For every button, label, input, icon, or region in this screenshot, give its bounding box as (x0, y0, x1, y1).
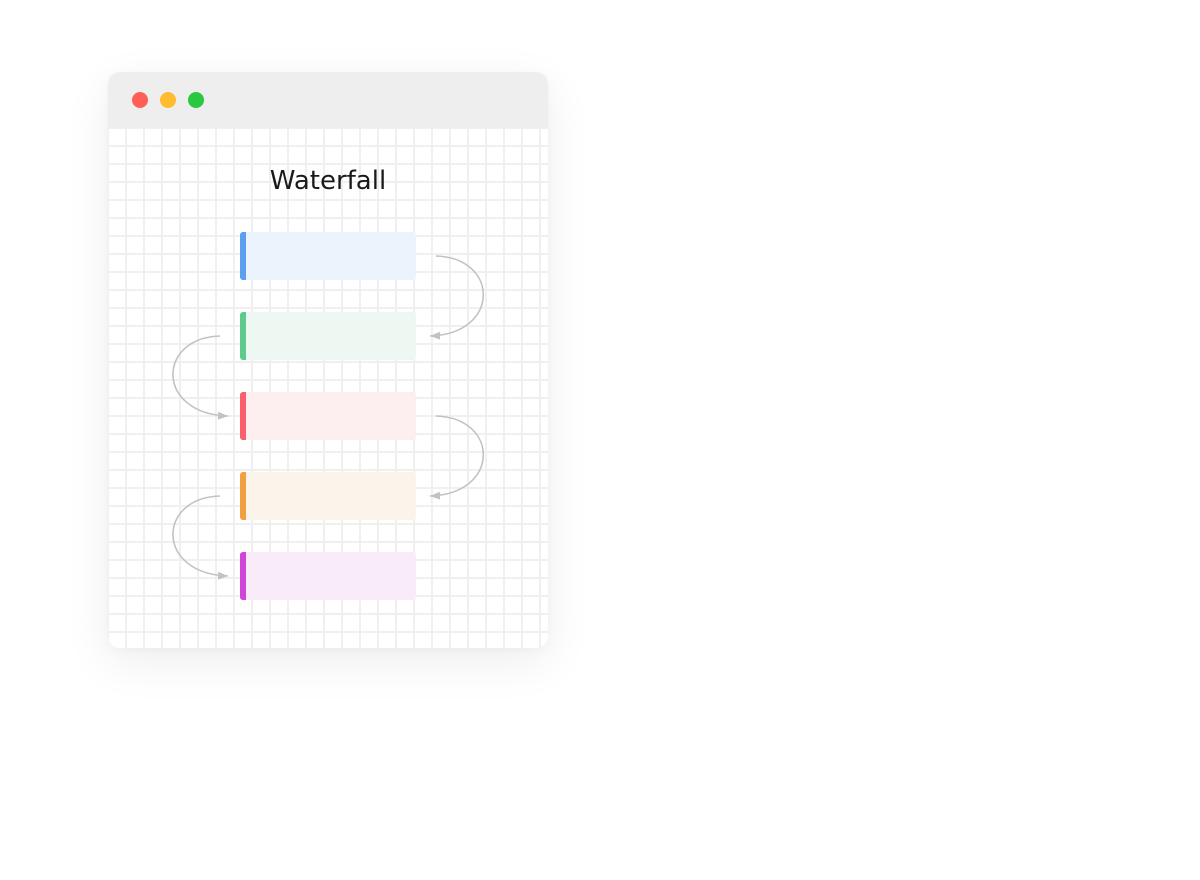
waterfall-step-3[interactable] (240, 392, 416, 440)
step-accent-bar (240, 472, 246, 520)
waterfall-step-1[interactable] (240, 232, 416, 280)
app-window: Waterfall (108, 72, 548, 648)
close-window-button[interactable] (132, 92, 148, 108)
maximize-window-button[interactable] (188, 92, 204, 108)
minimize-window-button[interactable] (160, 92, 176, 108)
waterfall-step-2[interactable] (240, 312, 416, 360)
waterfall-step-4[interactable] (240, 472, 416, 520)
step-accent-bar (240, 392, 246, 440)
step-accent-bar (240, 312, 246, 360)
waterfall-step-5[interactable] (240, 552, 416, 600)
step-accent-bar (240, 232, 246, 280)
step-accent-bar (240, 552, 246, 600)
window-titlebar (108, 72, 548, 128)
diagram-title: Waterfall (269, 166, 387, 196)
